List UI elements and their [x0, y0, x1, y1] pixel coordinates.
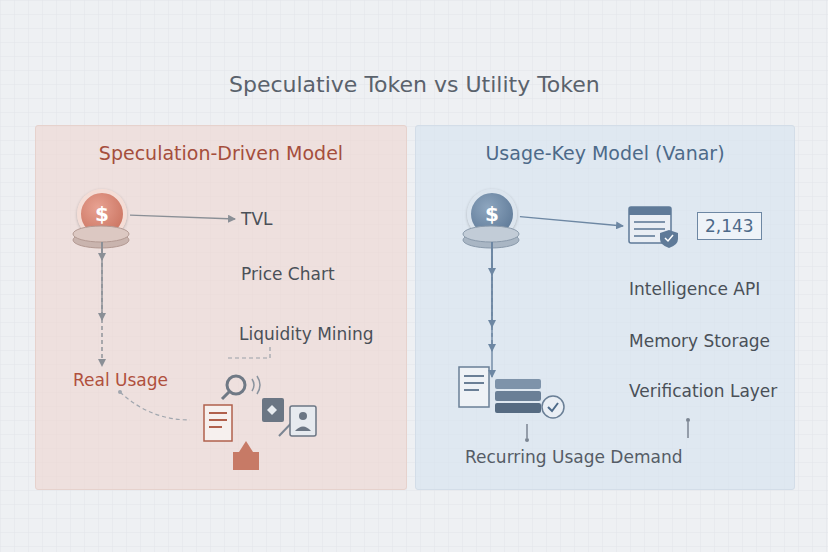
storage-icons — [453, 361, 583, 431]
tick-line — [526, 424, 528, 438]
counter-value: 2,143 — [705, 216, 754, 236]
flow-label: Real Usage — [69, 368, 172, 392]
token-coin: $ — [77, 189, 127, 239]
coin-symbol: $ — [485, 202, 499, 226]
flow-arrow — [101, 242, 102, 366]
panel-heading: Usage-Key Model (Vanar) — [416, 142, 794, 164]
counter-widget: 2,143 — [625, 204, 762, 248]
flow-arrow — [520, 217, 623, 226]
flow-label: TVL — [237, 207, 277, 231]
flow-arrow — [101, 242, 102, 320]
flow-label: Liquidity Mining — [235, 322, 378, 346]
usage-demand-group: Recurring Usage Demand — [453, 353, 693, 471]
flow-arrow — [491, 242, 492, 275]
ledger-icon — [625, 204, 689, 248]
coin-stack — [73, 226, 129, 248]
flow-label: Price Chart — [237, 262, 339, 286]
flow-arrow — [130, 215, 235, 219]
tick-line — [687, 422, 689, 438]
flow-label: Intelligence API — [625, 277, 764, 301]
usage-icons — [204, 376, 316, 470]
flow-label-text: Real Usage — [73, 370, 168, 390]
coin-stack — [463, 226, 519, 248]
panel-heading: Speculation-Driven Model — [36, 142, 406, 164]
counter-box: 2,143 — [697, 212, 762, 240]
usage-demand-label: Recurring Usage Demand — [465, 447, 682, 467]
flow-arrow — [101, 242, 102, 260]
token-coin: $ — [467, 189, 517, 239]
coin-symbol: $ — [95, 202, 109, 226]
model-panel: Speculation-Driven Model $ TVL Price ChartL… — [35, 125, 407, 490]
flow-label-text: Memory Storage — [629, 331, 770, 351]
flow-label-text: Intelligence API — [629, 279, 760, 299]
flow-label-text: Liquidity Mining — [239, 324, 374, 344]
flow-label: Verification Layer — [625, 379, 781, 403]
flow-label: Memory Storage — [625, 329, 774, 353]
flow-label-text: Verification Layer — [629, 381, 777, 401]
flow-label-text: TVL — [241, 209, 273, 229]
model-panel: Usage-Key Model (Vanar) $2,143Intelligenc… — [415, 125, 795, 490]
flow-arrow — [491, 242, 492, 377]
bag-symbol: $ — [241, 454, 250, 469]
flow-arrow — [491, 242, 492, 351]
flow-label-text: Price Chart — [241, 264, 335, 284]
dashed-guide — [228, 345, 270, 358]
diagram-title: Speculative Token vs Utility Token — [229, 72, 600, 97]
dashed-leader — [120, 392, 190, 420]
flow-arrow — [491, 242, 492, 327]
